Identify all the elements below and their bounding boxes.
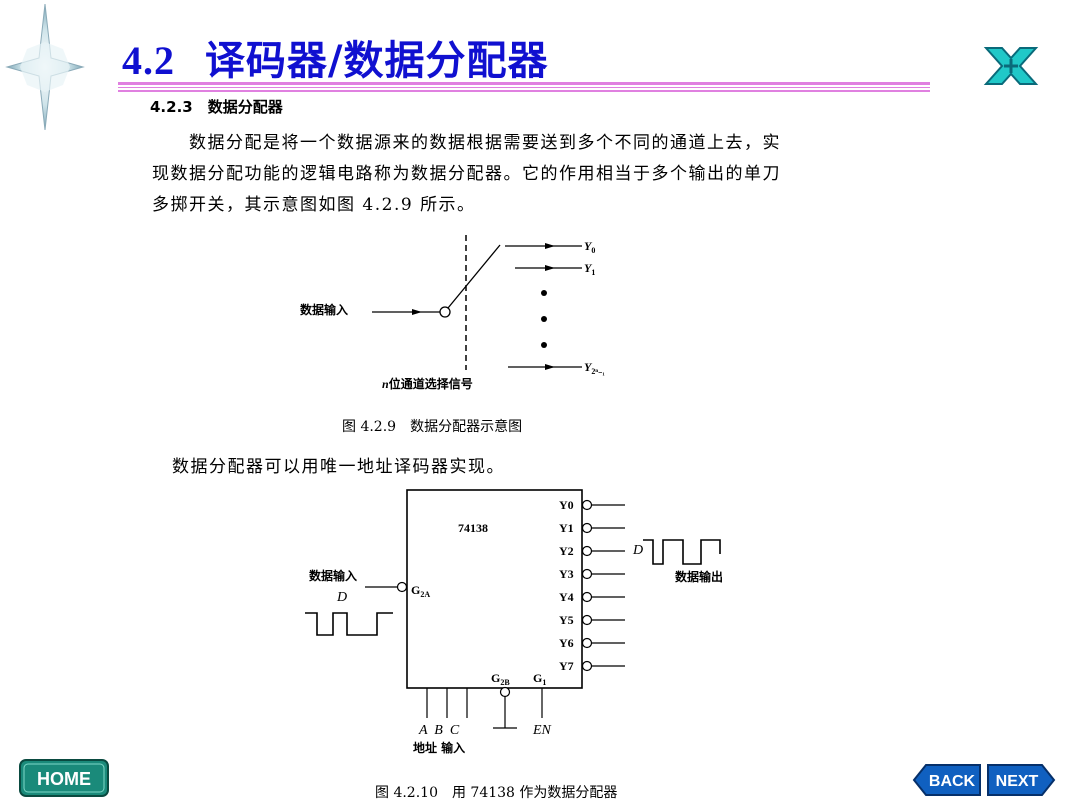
fig1-output-yn: Y2ⁿ₋₁: [584, 360, 605, 376]
svg-text:Y4: Y4: [559, 590, 574, 604]
paragraph-line: 数据分配是将一个数据源来的数据根据需要送到多个不同的通道上去，实: [152, 133, 781, 153]
svg-text:Y1: Y1: [559, 521, 574, 535]
en-pin: EN: [532, 723, 552, 738]
title-rule-thin: [118, 87, 930, 88]
address-input-label: 地址 输入: [413, 740, 465, 755]
figure-demux-diagram: 数据输入 Y0 Y1 Y2ⁿ₋₁ n位通道选择信号: [300, 235, 605, 391]
pin-g2a: G2A: [411, 583, 430, 599]
svg-text:Y3: Y3: [559, 567, 574, 581]
title-text: 译码器/数据分配器: [204, 38, 549, 84]
data-input-label: 数据输入: [309, 568, 357, 583]
figure2-caption: 图 4.2.10 用 74138 作为数据分配器: [375, 785, 618, 801]
subsection-heading: 4.2.3 数据分配器: [150, 98, 283, 116]
fig1-select-label: n位通道选择信号: [382, 376, 473, 391]
pin-g1: G1: [533, 671, 546, 687]
chip-name: 74138: [458, 521, 488, 535]
chip-outputs: Y0 Y1 Y2 Y3 Y4 Y5 Y6 Y7: [559, 498, 574, 673]
back-label: BACK: [929, 773, 976, 790]
paragraph-line: 现数据分配功能的逻辑电路称为数据分配器。它的作用相当于多个输出的单刀: [152, 164, 781, 184]
svg-text:Y6: Y6: [559, 636, 574, 650]
paragraph-line: 多掷开关，其示意图如图 4.2.9 所示。: [152, 195, 476, 215]
body-paragraph: 数据分配是将一个数据源来的数据根据需要送到多个不同的通道上去，实 现数据分配功能…: [152, 128, 922, 221]
svg-text:Y5: Y5: [559, 613, 574, 627]
figure1-caption: 图 4.2.9 数据分配器示意图: [342, 419, 523, 435]
home-label: HOME: [37, 769, 91, 789]
figure-74138-diagram: 74138 Y0 Y1 Y2 Y3 Y4 Y5 Y6 Y7 D 数据输出 数据输…: [305, 489, 723, 755]
fig1-input-label: 数据输入: [300, 302, 348, 317]
output-d-label: D: [632, 543, 643, 558]
note-text: 数据分配器可以用唯一地址译码器实现。: [172, 457, 505, 477]
fig1-output-y0: Y0: [584, 239, 595, 255]
input-d-label: D: [336, 590, 347, 605]
next-button[interactable]: NEXT: [986, 762, 1056, 798]
pin-g2b: G2B: [491, 671, 510, 687]
title-rule: [118, 82, 930, 85]
data-output-label: 数据输出: [675, 569, 723, 584]
title-rule-lower: [118, 90, 930, 92]
svg-text:Y0: Y0: [559, 498, 574, 512]
next-label: NEXT: [996, 773, 1039, 790]
back-button[interactable]: BACK: [912, 762, 982, 798]
svg-text:Y7: Y7: [559, 659, 574, 673]
home-button[interactable]: HOME: [18, 758, 110, 798]
address-pins: A B C: [418, 723, 460, 738]
page-title: 4.2 译码器/数据分配器: [122, 28, 548, 86]
star-decoration-icon: [5, 3, 85, 131]
title-number: 4.2: [122, 38, 175, 83]
close-icon[interactable]: [982, 42, 1040, 90]
svg-text:Y2: Y2: [559, 544, 574, 558]
fig1-output-y1: Y1: [584, 261, 595, 277]
